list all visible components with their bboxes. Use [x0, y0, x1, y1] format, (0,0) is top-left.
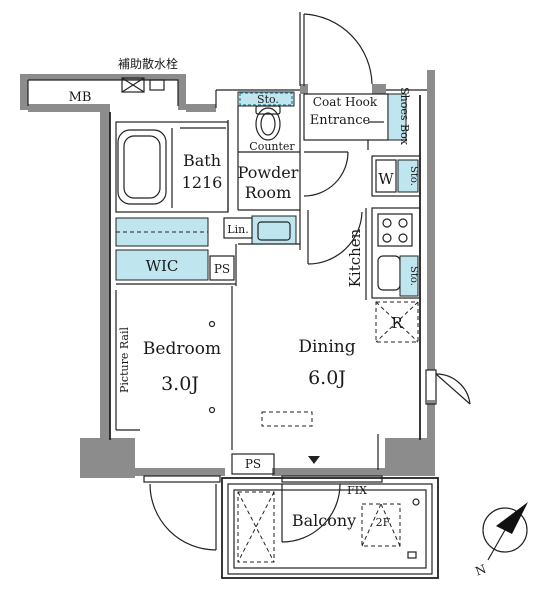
wall-left [100, 104, 110, 442]
stove [377, 213, 413, 247]
hydrant-label: 補助散水栓 [118, 56, 178, 71]
powder-label: Powder [238, 163, 299, 182]
entrance-label: Entrance [310, 113, 371, 128]
dining-size-label: 6.0J [308, 367, 346, 389]
sto-w-label: Sto. [408, 166, 419, 186]
toilet [255, 107, 281, 141]
kitchen-counter [371, 207, 421, 299]
ps-bottom-label: PS [245, 457, 261, 471]
north-arrow: N [473, 502, 528, 579]
toilet-area: Sto. Counter [237, 91, 301, 210]
bath-label: Bath [183, 151, 221, 170]
wall-bottom-left-block [80, 438, 135, 478]
fix-label: FIX [347, 484, 367, 497]
wall-bottom-a [135, 468, 225, 476]
room-label: Room [245, 183, 291, 202]
entrance-door [303, 13, 373, 86]
wic-label: WIC [146, 257, 179, 275]
wall-entry-left [300, 84, 308, 94]
wall-left-mb [20, 74, 28, 110]
sink [377, 255, 401, 291]
refrigerator [375, 301, 419, 343]
bath-area: Bath 1216 [115, 120, 229, 213]
ps-top-label: PS [214, 262, 230, 276]
wall-top-mb [20, 74, 185, 80]
sto-top-label: Sto. [257, 93, 279, 106]
mb-area: 補助散水栓 MB [69, 56, 178, 105]
washer-storage [397, 159, 419, 193]
hydrant-box [121, 77, 145, 93]
sto-k-label: Sto. [408, 266, 419, 286]
north-label: N [473, 562, 488, 579]
entry-marker [308, 456, 320, 464]
north-arrow-icon [496, 502, 528, 534]
counter-label: Counter [249, 140, 295, 153]
shoes-box [387, 93, 407, 141]
balcony-area: PS FIX Balcony 2F [143, 453, 439, 579]
dining-label: Dining [298, 337, 355, 357]
right-window [425, 369, 471, 405]
bath-size-label: 1216 [182, 173, 223, 192]
picture-rail-label: Picture Rail [118, 327, 131, 393]
balcony-storage [237, 491, 275, 563]
wic-area: WIC PS [115, 217, 237, 286]
evacuation-hatch [361, 503, 401, 547]
washer-area: W Sto. [371, 155, 421, 197]
bathtub [117, 129, 167, 205]
dining-area: Dining 6.0J [261, 337, 379, 470]
wall-entry-right [372, 84, 386, 94]
kitchen-storage [399, 255, 419, 297]
wall-upper-left [186, 104, 216, 112]
wall-mb-bottom [28, 104, 108, 112]
wall-bottom-b [272, 468, 388, 476]
floor-hatch [261, 411, 313, 427]
wall-right-upper [427, 70, 435, 370]
kitchen-area: Sto. Kitchen R [307, 207, 421, 343]
shoes-box-label: Shoes Box [398, 87, 411, 146]
bedroom-label: Bedroom [143, 339, 221, 359]
wall-mb-right [178, 74, 186, 110]
lin-label: Lin. [227, 223, 248, 236]
balcony-label: Balcony [292, 511, 356, 530]
w-label: W [378, 170, 394, 188]
ps-top-box [209, 255, 235, 281]
washer-box [371, 155, 421, 197]
r-label: R [391, 314, 403, 332]
wic-shelf [115, 249, 209, 281]
ps-bottom-box [231, 453, 275, 475]
linen-box [223, 217, 253, 239]
bedroom-area: Picture Rail Bedroom 3.0J [115, 286, 233, 450]
wall-bottom-right-block [385, 438, 435, 476]
mb-label: MB [69, 90, 92, 105]
bedroom-size-label: 3.0J [161, 373, 199, 395]
walls [20, 70, 435, 478]
entrance-area: Coat Hook Entrance Shoes Box [303, 87, 411, 150]
balcony-floor [227, 483, 433, 575]
coat-hook-label: Coat Hook [313, 95, 378, 109]
powder-room: Powder Room Lin. [223, 151, 349, 250]
two-f-label: 2F [376, 516, 391, 529]
wall-right-mid [427, 400, 435, 445]
